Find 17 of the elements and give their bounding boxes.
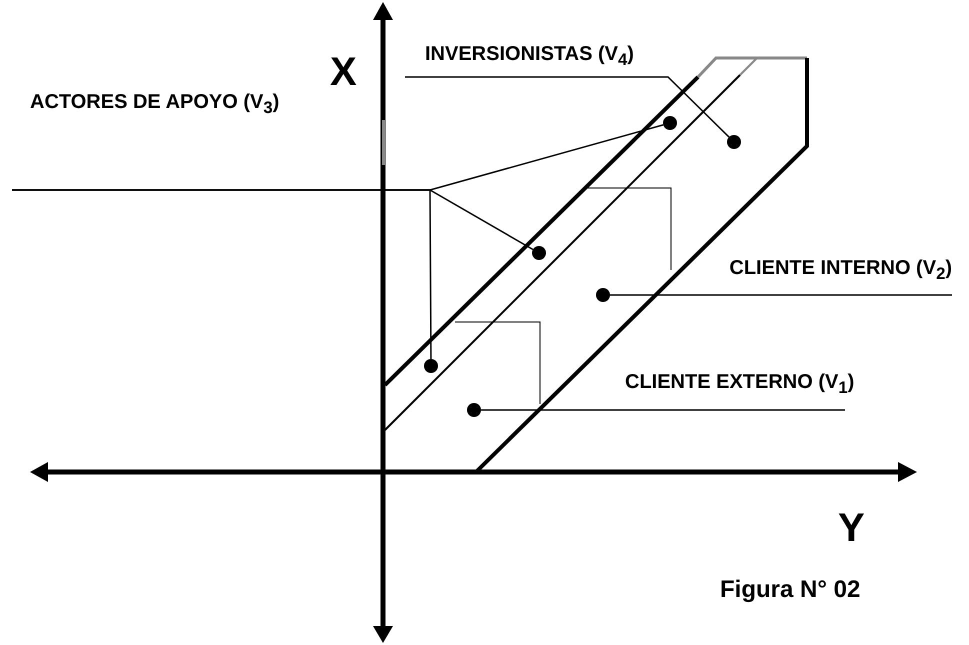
point-marker	[596, 288, 610, 302]
point-marker	[532, 246, 546, 260]
point-marker	[727, 135, 741, 149]
axis-label: Y	[838, 508, 865, 548]
point-marker	[467, 403, 481, 417]
group-label: ACTORES DE APOYO (V$_{3}$)	[12, 92, 280, 190]
point-marker	[663, 116, 677, 130]
group-label: CLIENTE EXTERNO (V$_{1}$)	[625, 372, 854, 410]
leader-line	[405, 76, 730, 138]
figure-caption: Figura N° 02	[720, 578, 860, 602]
point-marker	[424, 359, 438, 373]
axis-label: X	[330, 52, 357, 92]
leader-line	[12, 189, 432, 359]
leader-line	[481, 409, 845, 411]
group-label: CLIENTE INTERNO (V$_{2}$)	[729, 258, 952, 295]
leader-line	[610, 294, 952, 296]
group-label: INVERSIONISTAS (V$_{4}$)	[405, 44, 634, 77]
